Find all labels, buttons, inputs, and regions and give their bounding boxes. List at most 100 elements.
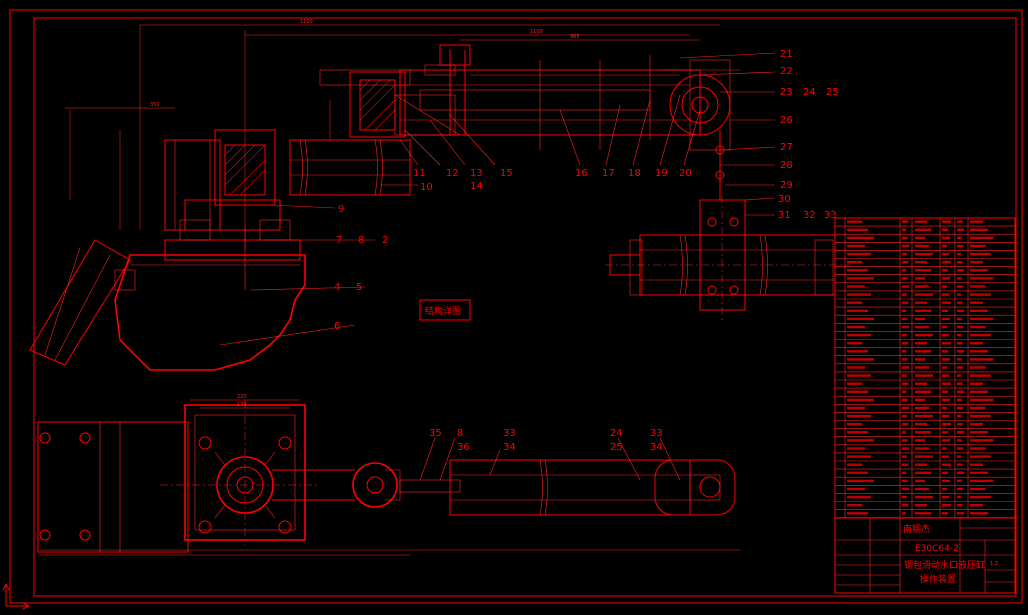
parts-list-cell-mark xyxy=(970,512,989,515)
parts-list-cell-mark xyxy=(915,512,931,515)
parts-list-cell-mark xyxy=(902,512,906,515)
parts-list-cell-mark xyxy=(847,252,871,256)
parts-list-cell-mark xyxy=(915,382,927,385)
parts-list-cell-mark xyxy=(915,277,925,280)
parts-list-cell-mark xyxy=(957,236,962,240)
parts-list-cell-mark xyxy=(915,366,929,369)
callout-34b: 34 xyxy=(503,442,516,453)
parts-list-cell-mark xyxy=(970,495,991,499)
parts-list-cell-mark xyxy=(970,374,991,377)
parts-list-cell-mark xyxy=(847,236,874,240)
dim-350: 350 xyxy=(150,102,160,108)
parts-list-cell-mark xyxy=(847,342,862,345)
parts-list-cell-mark xyxy=(915,325,929,329)
parts-list-cell-mark xyxy=(847,366,865,369)
callout-17: 17 xyxy=(602,168,615,179)
parts-list-cell-mark xyxy=(915,261,927,264)
parts-list-cell-mark xyxy=(957,358,962,361)
parts-list-cell-mark xyxy=(957,309,965,312)
parts-list-cell-mark xyxy=(942,423,951,426)
parts-list-cell-mark xyxy=(970,487,986,491)
parts-list-cell-mark xyxy=(957,350,965,353)
callout-18: 18 xyxy=(628,168,641,179)
parts-list-cell-mark xyxy=(957,431,965,434)
callout-19: 19 xyxy=(655,168,668,179)
callout-21: 21 xyxy=(780,49,793,60)
parts-list-cell-mark xyxy=(902,325,910,329)
dim-1100-top: 1100 xyxy=(300,19,313,25)
parts-list-cell-mark xyxy=(970,277,994,280)
callout-24b: 24 xyxy=(610,428,623,439)
callout-34c: 34 xyxy=(650,442,663,453)
parts-list-cell-mark xyxy=(970,439,994,442)
parts-list-cell-mark xyxy=(942,512,948,515)
parts-list-cell-mark xyxy=(942,277,950,280)
title-name-line2: 操作装置 xyxy=(920,573,956,585)
callout-5: 5 xyxy=(356,282,362,293)
dim-220: 220 xyxy=(237,394,247,400)
callout-35: 35 xyxy=(429,428,442,439)
parts-list-cell-mark xyxy=(942,285,947,288)
parts-list-cell-mark xyxy=(942,220,951,223)
parts-list-cell-mark xyxy=(902,252,907,256)
parts-list-cell-mark xyxy=(847,504,862,507)
parts-list-cell-mark xyxy=(942,398,950,402)
parts-list-cell-mark xyxy=(847,439,874,442)
parts-list-cell-mark xyxy=(970,455,991,458)
parts-list-cell-mark xyxy=(957,244,964,248)
parts-list-cell-mark xyxy=(942,431,948,434)
parts-list-cell-mark xyxy=(942,366,947,369)
parts-list-cell-mark xyxy=(915,252,933,256)
callout-31: 31 xyxy=(778,210,791,221)
parts-list-cell-mark xyxy=(847,390,868,393)
parts-list-cell-mark xyxy=(847,512,868,515)
parts-list-cell-mark xyxy=(957,390,965,393)
parts-list-cell-mark xyxy=(942,301,951,304)
parts-list-cell-mark xyxy=(847,414,871,418)
parts-list-cell-mark xyxy=(957,382,963,385)
parts-list-cell-mark xyxy=(970,301,983,304)
parts-list-cell-mark xyxy=(970,309,989,312)
parts-list-cell-mark xyxy=(942,236,950,240)
parts-list-cell-mark xyxy=(902,309,906,312)
parts-list-cell-mark xyxy=(902,439,908,442)
parts-list-cell-mark xyxy=(915,479,925,483)
parts-list-cell-mark xyxy=(847,301,862,304)
callout-10: 10 xyxy=(420,182,433,193)
parts-list-cell-mark xyxy=(915,414,933,418)
parts-list-cell-mark xyxy=(957,374,961,377)
parts-list-cell-mark xyxy=(915,423,927,426)
parts-list-cell-mark xyxy=(915,244,929,248)
parts-list-cell-mark xyxy=(902,479,908,483)
parts-list-cell-mark xyxy=(915,439,925,442)
callout-9: 9 xyxy=(338,204,344,215)
parts-list-cell-mark xyxy=(942,244,947,248)
parts-list-cell-mark xyxy=(847,447,865,450)
parts-list-cell-mark xyxy=(942,390,948,393)
parts-list-cell-mark xyxy=(957,504,963,507)
callout-13: 13 xyxy=(470,168,483,179)
parts-list-cell-mark xyxy=(902,447,910,450)
callout-4: 4 xyxy=(334,282,340,293)
callout-11: 11 xyxy=(413,168,426,179)
dim-965: 965 xyxy=(570,34,580,40)
parts-list-cell-mark xyxy=(902,398,908,402)
callout-14: 14 xyxy=(470,181,483,192)
parts-list-cell-mark xyxy=(915,236,925,240)
parts-list-cell-mark xyxy=(915,309,931,312)
parts-list-cell-mark xyxy=(942,504,951,507)
parts-list-cell-mark xyxy=(942,463,951,466)
parts-list-cell-mark xyxy=(847,261,862,264)
title-block: 南钢杰 E30C64-2 钢包滑动水口液压缸 操作装置 1:2 xyxy=(834,517,1016,594)
title-scale: 1:2 xyxy=(990,561,998,567)
parts-list-cell-mark xyxy=(942,252,949,256)
parts-list-cell-mark xyxy=(970,236,994,240)
parts-list-cell-mark xyxy=(942,293,949,296)
callout-25b: 25 xyxy=(610,442,623,453)
callout-33b: 33 xyxy=(503,428,516,439)
callout-33: 33 xyxy=(824,210,837,221)
parts-list-cell-mark xyxy=(957,220,963,223)
parts-list-cell-mark xyxy=(847,382,862,385)
parts-list-cell-mark xyxy=(970,350,989,353)
parts-list-cell-mark xyxy=(970,244,986,248)
